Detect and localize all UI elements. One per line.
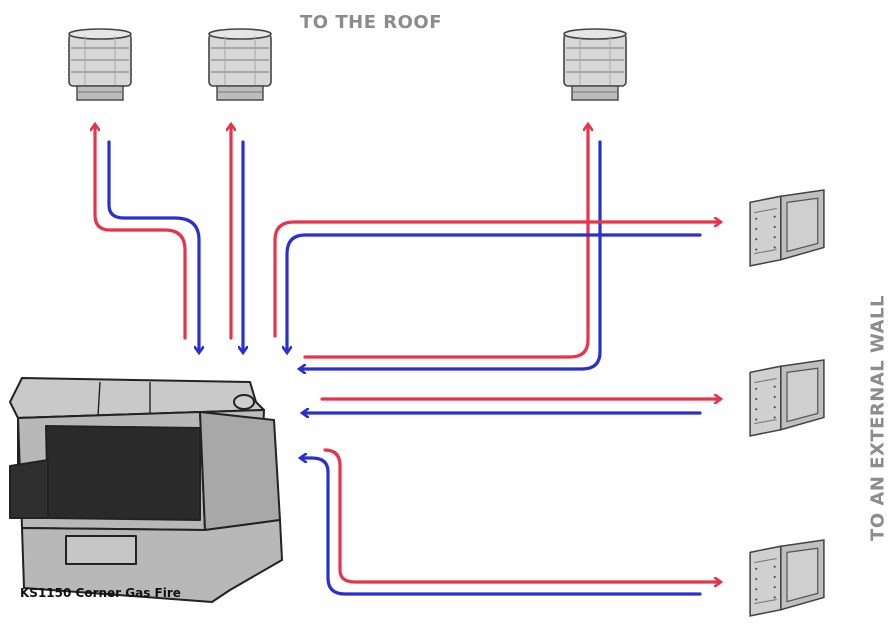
- roof-terminal-icon: [208, 28, 272, 101]
- roof-duct-3: [300, 125, 602, 369]
- wall-terminal-icon: [749, 539, 825, 617]
- roof-duct-2: [231, 125, 243, 352]
- wall-duct-3: [301, 448, 720, 596]
- roof-terminal-icon: [68, 28, 132, 101]
- wall-duct-2: [303, 399, 720, 413]
- roof-label: TO THE ROOF: [300, 12, 443, 33]
- roof-duct-1: [95, 125, 199, 352]
- wall-duct-1: [273, 222, 720, 352]
- wall-terminal-icon: [749, 189, 825, 267]
- fire-model-label: KS1150 Corner Gas Fire: [20, 586, 181, 600]
- gas-fire-icon: [9, 377, 283, 603]
- external-wall-label: TO AN EXTERNAL WALL: [867, 295, 889, 541]
- roof-terminal-icon: [563, 28, 627, 101]
- wall-terminal-icon: [749, 359, 825, 437]
